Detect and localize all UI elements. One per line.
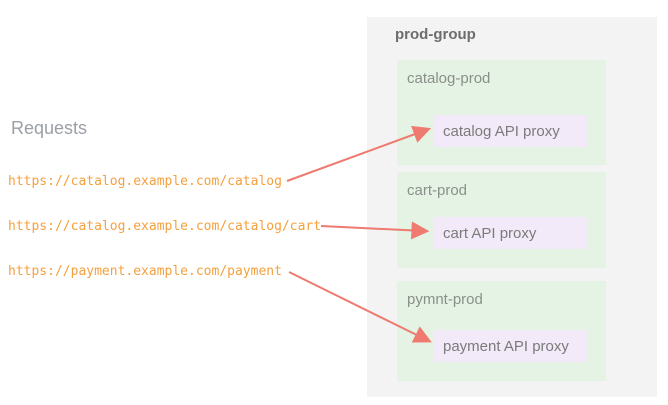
environment-box-pymnt-prod: pymnt-prod payment API proxy xyxy=(397,281,606,381)
prod-group-title: prod-group xyxy=(395,26,476,43)
environment-name: catalog-prod xyxy=(407,70,491,87)
proxy-box-cart: cart API proxy xyxy=(434,217,587,249)
environment-box-catalog-prod: catalog-prod catalog API proxy xyxy=(397,60,606,165)
proxy-box-payment: payment API proxy xyxy=(434,330,587,362)
request-url-catalog-cart: https://catalog.example.com/catalog/cart xyxy=(8,219,322,234)
request-url-payment: https://payment.example.com/payment xyxy=(8,264,282,279)
prod-group-container: prod-group catalog-prod catalog API prox… xyxy=(367,17,657,397)
environment-box-cart-prod: cart-prod cart API proxy xyxy=(397,172,606,268)
requests-heading: Requests xyxy=(11,118,88,138)
proxy-box-catalog: catalog API proxy xyxy=(434,115,587,147)
request-url-catalog: https://catalog.example.com/catalog xyxy=(8,174,282,189)
environment-name: cart-prod xyxy=(407,182,468,199)
environment-name: pymnt-prod xyxy=(407,291,483,308)
